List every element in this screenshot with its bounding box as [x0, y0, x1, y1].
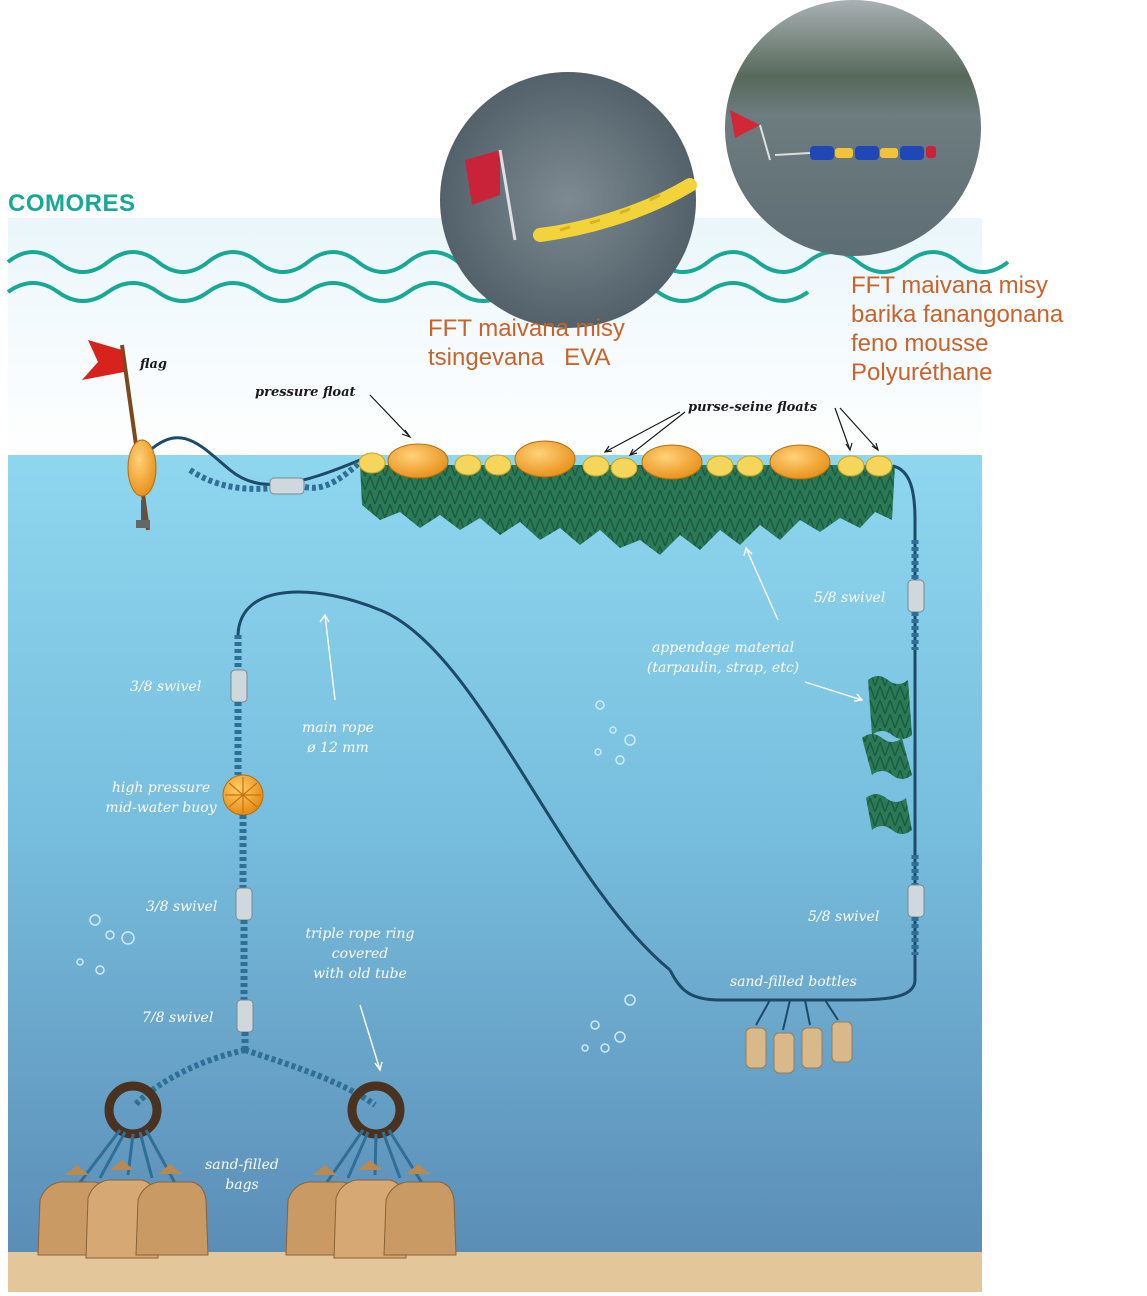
bubbles: [76, 700, 636, 1053]
label-bottles: sand-filled bottles: [730, 974, 857, 990]
label-appendage-line-1: appendage material: [651, 640, 795, 656]
label-arrows-white: [319, 546, 864, 1072]
swivel-3-8-bottom-icon: [235, 887, 253, 921]
label-bags-line-1: sand-filled: [205, 1157, 279, 1173]
label-ring: triple rope ring covered with old tube: [290, 924, 430, 984]
label-ring-line-2: covered: [331, 946, 389, 962]
appendage-netting: [360, 465, 895, 555]
label-ring-line-3: with old tube: [313, 966, 407, 982]
right-rope: [668, 464, 917, 1002]
photo-eva-fad: [440, 72, 697, 328]
swivel-7-8-icon: [236, 999, 254, 1033]
surface-rope: [143, 436, 361, 486]
caption-polyurethane-line-4: Polyuréthane: [851, 359, 993, 386]
surface-rope-chain-2: [304, 459, 363, 491]
label-buoy: high pressure mid-water buoy: [96, 778, 226, 818]
seabed: [8, 1252, 982, 1292]
swivel-5-8-bottom-icon: [907, 884, 925, 918]
split-rope-right: [244, 1047, 377, 1108]
caption-polyurethane-line-1: FFT maivana misy: [851, 272, 1048, 299]
bag-ropes-right: [323, 1129, 424, 1186]
swivel-3-8-top-icon: [230, 669, 248, 703]
bottle-icon: [773, 1032, 795, 1074]
wave-line-bottom: [6, 281, 810, 303]
label-buoy-line-2: mid-water buoy: [105, 800, 217, 816]
sea-background: [8, 455, 982, 1255]
flag-weight-rod: [141, 500, 145, 522]
label-buoy-line-1: high pressure: [111, 780, 211, 796]
caption-polyurethane-line-2: barika fanangonana: [851, 301, 1064, 328]
label-swivel-7-8: 7/8 swivel: [142, 1010, 214, 1026]
label-swivel-3-8-bottom: 3/8 swivel: [146, 899, 218, 915]
label-purse-seine-floats: purse-seine floats: [688, 400, 818, 415]
label-appendage-line-2: (tarpaulin, strap, etc): [646, 660, 800, 676]
label-main-rope: main rope ø 12 mm: [298, 718, 378, 758]
flag-float-icon: [127, 439, 157, 497]
appendage-icon: [866, 794, 912, 834]
main-rope: [236, 590, 671, 972]
surface-rope-chain: [188, 467, 276, 492]
flag-pole: [120, 344, 150, 531]
label-main-rope-line-2: ø 12 mm: [307, 740, 369, 756]
caption-eva-line-2: tsingevana EVA: [428, 344, 611, 371]
bottles-group: [745, 999, 853, 1074]
label-pressure-float: pressure float: [255, 385, 356, 400]
label-swivel-5-8-bottom: 5/8 swivel: [808, 909, 880, 925]
caption-polyurethane: FFT maivana misy barika fanangonana feno…: [851, 271, 1063, 387]
swivel-icon: [269, 477, 305, 495]
caption-polyurethane-line-3: feno mousse: [851, 330, 989, 357]
bottle-icon: [745, 1027, 767, 1069]
label-ring-line-1: triple rope ring: [305, 926, 415, 942]
float-line: [358, 440, 893, 480]
buoy-net: [225, 777, 261, 813]
label-swivel-3-8-top: 3/8 swivel: [130, 679, 202, 695]
sandbag-icon: [135, 1181, 209, 1256]
caption-eva-line-1: FFT maivana misy: [428, 315, 625, 342]
label-bags: sand-filled bags: [192, 1155, 292, 1195]
label-appendage: appendage material (tarpaulin, strap, et…: [628, 638, 818, 678]
label-swivel-5-8-top: 5/8 swivel: [814, 590, 886, 606]
label-arrows-dark: [369, 394, 880, 456]
bag-ropes-left: [76, 1129, 177, 1186]
photo-polyurethane-fad: [725, 0, 981, 256]
flag-weight: [136, 520, 150, 528]
flag-icon: [82, 340, 124, 380]
caption-eva: FFT maivana misy tsingevana EVA: [428, 314, 625, 372]
label-main-rope-line-1: main rope: [302, 720, 374, 736]
label-bags-line-2: bags: [225, 1177, 259, 1193]
sandbags-left: [37, 1160, 209, 1259]
appendage-icon: [862, 734, 912, 779]
split-rope-left: [132, 1047, 246, 1108]
appendage-icon: [868, 676, 912, 739]
label-flag: flag: [140, 357, 167, 372]
country-title: COMORES: [8, 190, 136, 217]
sandbags-right: [285, 1160, 457, 1259]
swivel-5-8-top-icon: [907, 579, 925, 613]
sandbag-icon: [383, 1181, 457, 1256]
bottle-icon: [831, 1021, 853, 1063]
bottle-icon: [801, 1027, 823, 1069]
